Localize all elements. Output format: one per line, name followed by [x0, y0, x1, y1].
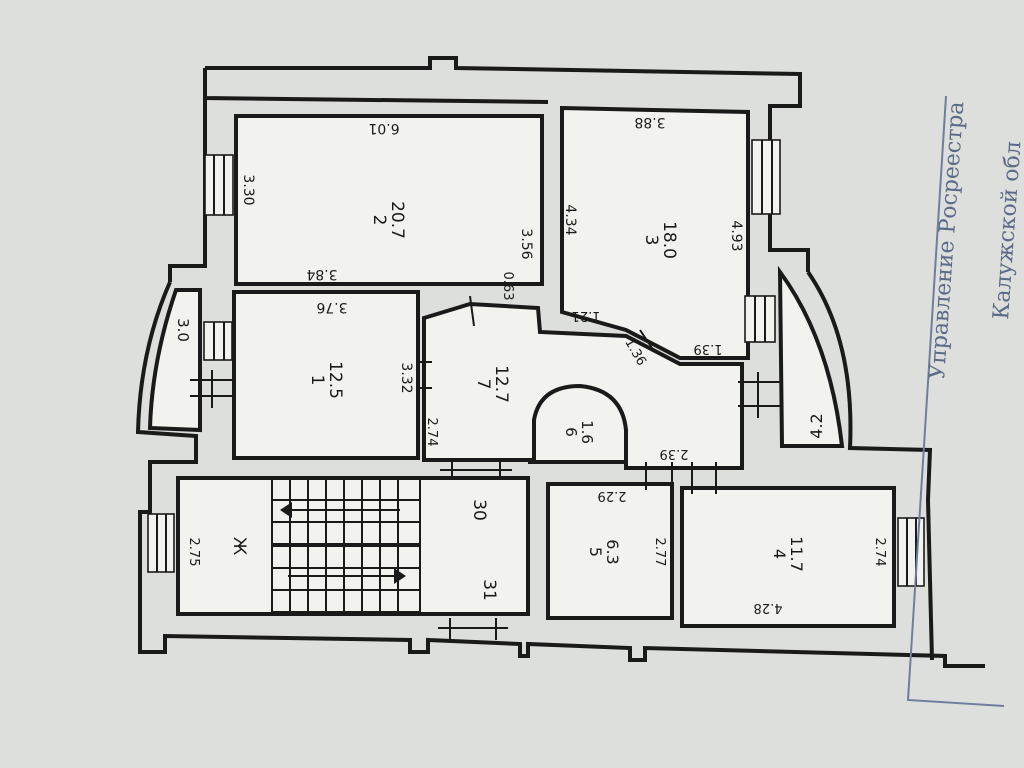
windows: [147, 139, 925, 587]
room-5-area: 6.3: [603, 539, 622, 564]
stair-steps: [271, 477, 421, 613]
stair-arrows: [280, 502, 406, 584]
bay-window-right: [777, 265, 845, 448]
dim-r5-top: 2.29: [598, 488, 627, 503]
dim-r6: 2.39: [660, 446, 689, 461]
room-2-number: 2: [369, 215, 389, 226]
dim-hall-left: 2.74: [424, 418, 439, 447]
dim-r3-left: 4.34: [562, 204, 578, 235]
room-7-number: 7: [473, 379, 493, 390]
dim-r5-right: 2.77: [652, 538, 667, 567]
room-3-area: 18.0: [659, 221, 679, 259]
room-3: [560, 105, 750, 360]
dim-r2-top: 6.01: [368, 120, 399, 136]
room-4-area: 11.7: [787, 536, 806, 572]
room-4: [680, 486, 896, 628]
stair-label: Ж: [229, 537, 249, 555]
dim-bay-left: 3.0: [174, 318, 192, 342]
dim-hall-a: 0.63: [500, 272, 515, 301]
room-5: [546, 482, 674, 620]
room-2: [234, 114, 544, 286]
room-1-number: 1: [307, 375, 327, 386]
dim-r3-bottom-b: 1.39: [694, 341, 723, 356]
dim-r4-bottom: 4.28: [754, 600, 783, 615]
dim-stair-left: 2.75: [186, 538, 201, 567]
dim-r1-top: 3.76: [316, 299, 347, 315]
room-7-area: 12.7: [491, 365, 511, 403]
room-6-area: 1.6: [578, 420, 596, 444]
room-4-number: 4: [770, 549, 789, 559]
room-5-number: 5: [586, 547, 605, 557]
dim-r1-right: 3.32: [398, 362, 414, 393]
dim-r3-right: 4.93: [728, 220, 744, 251]
room-6: [532, 383, 628, 464]
dimension-labels: 6.01 3.30 3.56 3.84 3.88 4.34 4.93 1.21 …: [174, 114, 887, 615]
room-labels: 2 20.7 3 18.0 1 12.5 7 12.7 6 1.6 5 6.3 …: [229, 201, 806, 601]
room-3-number: 3: [641, 235, 661, 246]
dim-r4-left: 2.74: [872, 538, 887, 567]
dim-r2-left: 3.30: [240, 174, 256, 205]
dim-r3-top: 3.88: [634, 114, 665, 130]
stair-number-30: 30: [469, 499, 489, 521]
dim-bay-right: 4.2: [807, 413, 826, 438]
stair-number-31: 31: [479, 579, 499, 601]
bay-window-left: [147, 288, 202, 433]
dim-r2-bottom: 3.84: [306, 266, 337, 282]
dim-r2-right: 3.56: [518, 228, 534, 259]
room-2-area: 20.7: [387, 201, 407, 239]
doors: [190, 295, 780, 640]
dim-r3-bottom-a: 1.21: [572, 308, 601, 323]
room-6-number: 6: [562, 427, 580, 437]
room-1-area: 12.5: [325, 361, 345, 399]
room-1: [232, 290, 420, 460]
